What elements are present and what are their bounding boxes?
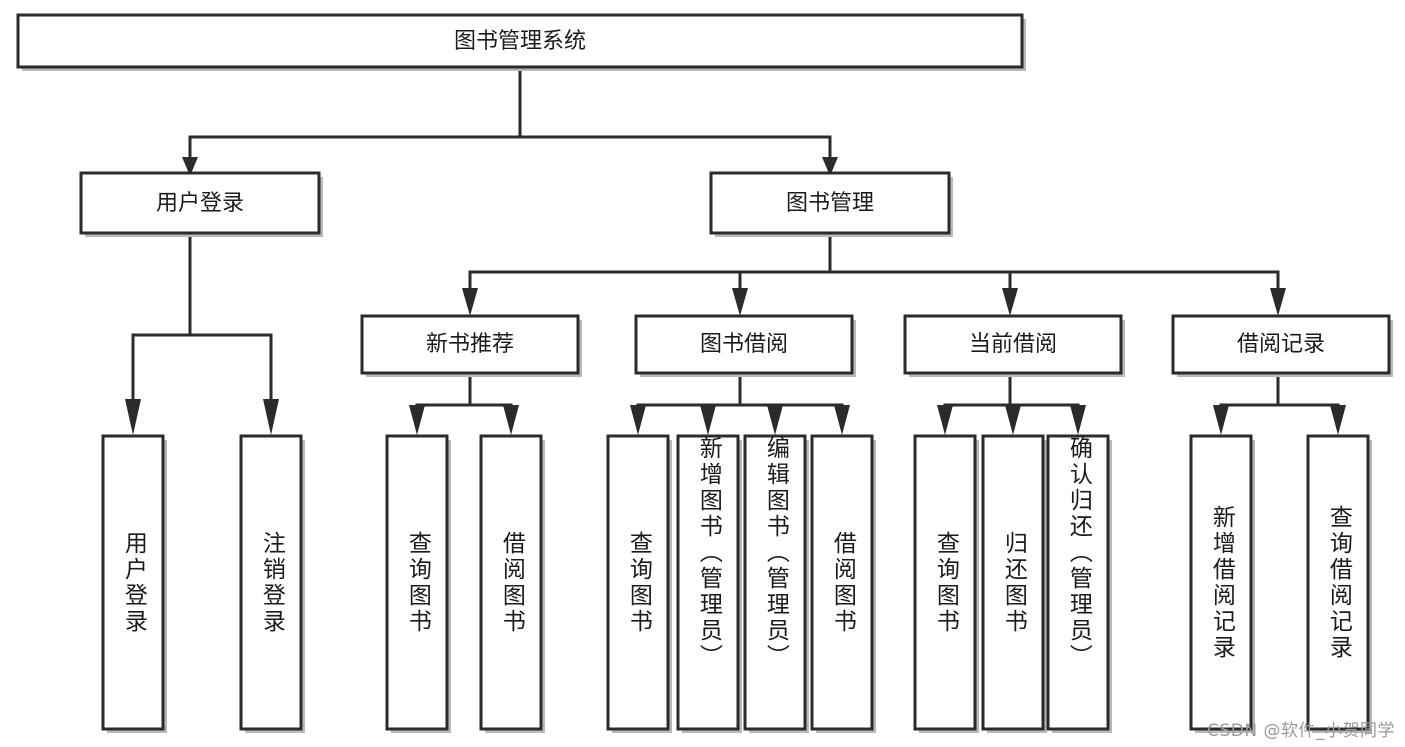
node-new-book-rec[interactable]: 新书推荐	[360, 314, 582, 377]
arrow-to-leaf-user-logout	[263, 399, 279, 435]
node-current-borrow[interactable]: 当前借阅	[903, 314, 1125, 377]
borrow-record-label: 借阅记录	[1237, 332, 1325, 357]
leaf-borrow-query-rect	[606, 434, 670, 731]
arrow-to-leaf-user-login	[125, 399, 141, 435]
arrow-to-leaf-rec-query2	[1330, 405, 1346, 435]
node-borrow-record[interactable]: 借阅记录	[1171, 314, 1393, 377]
node-leaf-borrow-edit[interactable]	[743, 434, 809, 733]
node-leaf-borrow-lend[interactable]	[810, 434, 876, 733]
node-leaf-cur-return[interactable]	[981, 434, 1047, 733]
connector-layer	[125, 65, 1346, 435]
user-login-label: 用户登录	[156, 191, 244, 216]
new-book-rec-rect	[360, 314, 580, 375]
arrow-to-current-borrow	[1002, 288, 1018, 316]
node-leaf-borrow-add[interactable]	[676, 434, 742, 733]
node-leaf-rec-query2[interactable]	[1306, 434, 1372, 733]
leaf-borrow-edit-rect	[743, 434, 807, 731]
arrow-to-leaf-borrow-edit	[767, 405, 783, 435]
node-book-mgmt[interactable]: 图书管理	[709, 171, 953, 237]
arrow-to-leaf-rec-query	[409, 405, 425, 435]
user-login-rect	[79, 171, 321, 235]
book-borrow-label: 图书借阅	[700, 332, 788, 357]
node-user-login[interactable]: 用户登录	[79, 171, 323, 237]
leaf-user-logout-rect	[239, 434, 303, 731]
node-leaf-rec-borrow[interactable]	[479, 434, 545, 733]
root-rect	[16, 13, 1024, 69]
arrow-to-book-mgmt	[822, 157, 838, 176]
node-leaf-cur-confirm[interactable]	[1046, 434, 1112, 733]
book-mgmt-label: 图书管理	[786, 191, 874, 216]
arrow-to-leaf-rec-borrow	[503, 405, 519, 435]
node-leaf-cur-query[interactable]	[913, 434, 979, 733]
node-root[interactable]: 图书管理系统	[16, 13, 1026, 71]
node-leaf-borrow-query[interactable]	[606, 434, 672, 733]
current-borrow-rect	[903, 314, 1123, 375]
arrow-to-leaf-borrow-lend	[834, 405, 850, 435]
arrow-to-book-borrow	[732, 288, 748, 316]
node-leaf-rec-query[interactable]	[385, 434, 451, 733]
arrow-to-leaf-cur-query	[937, 405, 953, 435]
leaf-rec-query-rect	[385, 434, 449, 731]
arrow-to-leaf-borrow-query	[630, 405, 646, 435]
new-book-rec-label: 新书推荐	[426, 332, 514, 357]
borrow-record-rect	[1171, 314, 1391, 375]
leaf-borrow-add-rect	[676, 434, 740, 731]
arrow-to-leaf-rec-add	[1213, 405, 1229, 435]
leaf-rec-query2-rect	[1306, 434, 1370, 731]
node-book-borrow[interactable]: 图书借阅	[634, 314, 856, 377]
book-mgmt-rect	[709, 171, 951, 235]
node-leaf-user-login[interactable]	[101, 434, 167, 733]
arrow-to-user-login	[182, 157, 198, 176]
node-leaf-rec-add[interactable]	[1189, 434, 1255, 733]
leaf-borrow-lend-rect	[810, 434, 874, 731]
arrow-to-leaf-cur-return	[1005, 405, 1021, 435]
csdn-watermark: CSDN @软件_小贺同学	[1207, 721, 1395, 741]
leaf-rec-borrow-rect	[479, 434, 543, 731]
arrow-to-leaf-borrow-add	[700, 405, 716, 435]
leaf-cur-confirm-rect	[1046, 434, 1110, 731]
node-leaf-user-logout[interactable]	[239, 434, 305, 733]
leaf-rec-add-rect	[1189, 434, 1253, 731]
leaf-cur-query-rect	[913, 434, 977, 731]
leaf-user-login-rect	[101, 434, 165, 731]
arrow-to-leaf-cur-confirm	[1070, 405, 1086, 435]
arrow-to-new-book-rec	[462, 288, 478, 316]
leaf-cur-return-rect	[981, 434, 1045, 731]
root-label: 图书管理系统	[454, 29, 586, 54]
current-borrow-label: 当前借阅	[969, 332, 1057, 357]
arrow-to-borrow-record	[1270, 288, 1286, 316]
book-borrow-rect	[634, 314, 854, 375]
